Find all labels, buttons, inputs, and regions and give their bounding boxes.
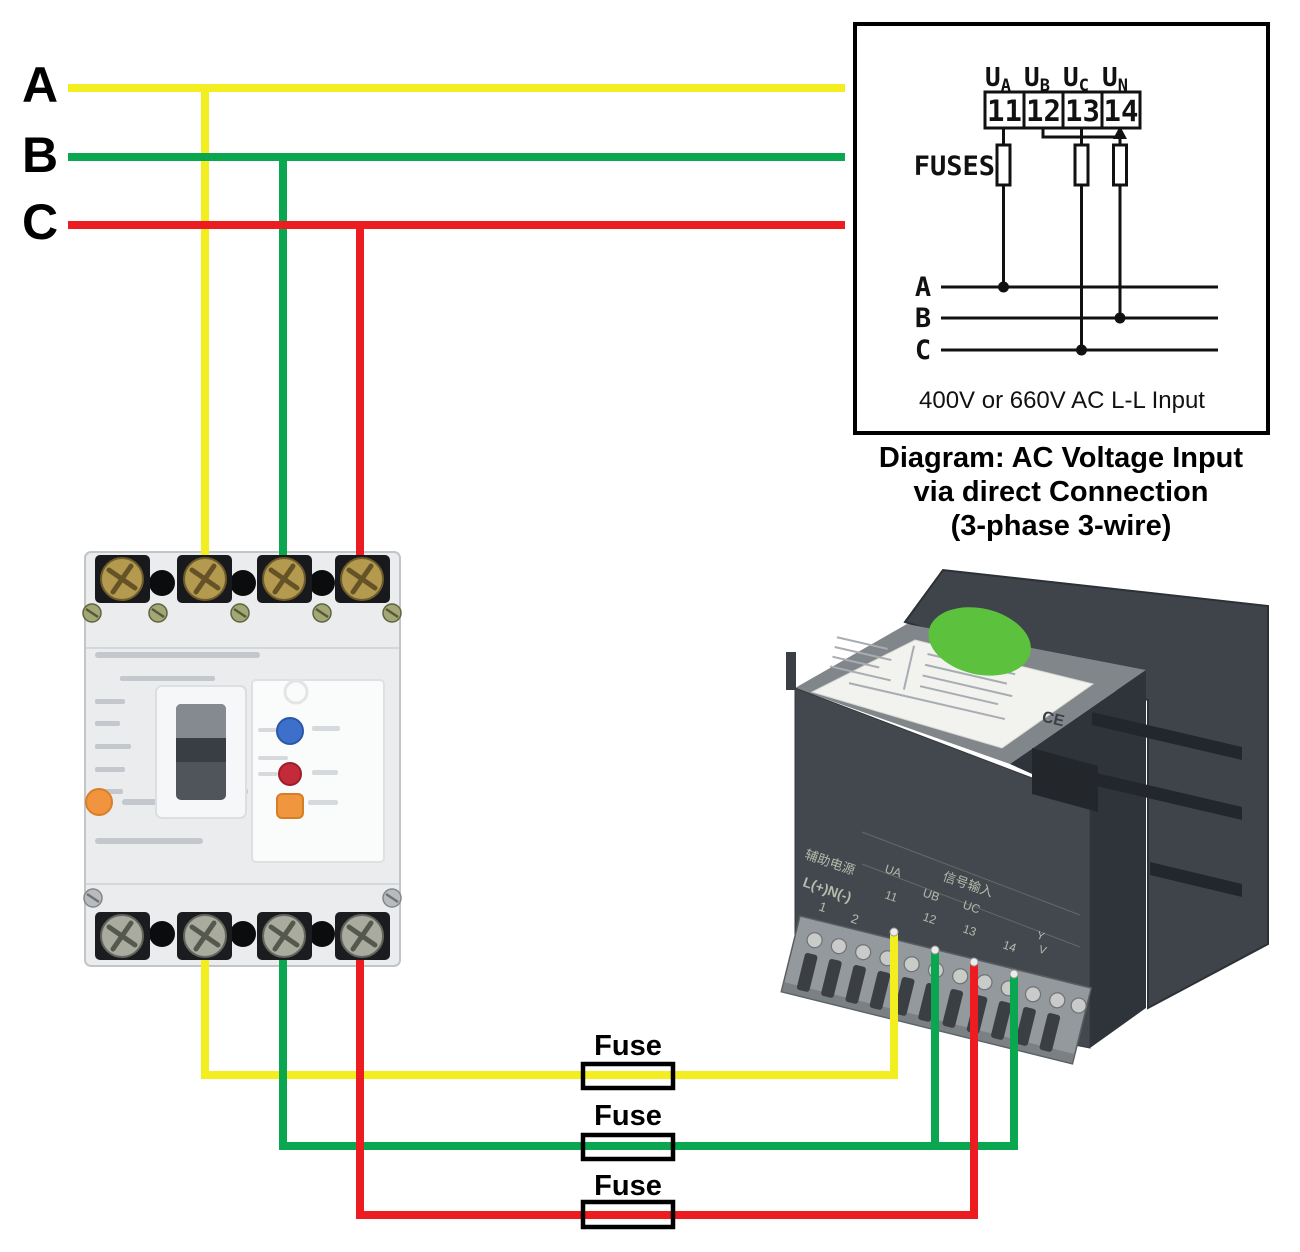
inset-terminal-boxes <box>983 90 1142 130</box>
breaker-red-button <box>278 762 302 786</box>
meter-clip <box>786 652 796 690</box>
meter-ce-mark: CE <box>1040 709 1066 731</box>
breaker-toggle <box>155 685 247 819</box>
meter-term-12: 12 <box>921 910 938 928</box>
wire-phase-c-to-meter <box>356 936 978 1219</box>
inset-bus-a: A <box>915 272 931 303</box>
fuse-label-b: Fuse <box>594 1100 662 1132</box>
breaker-top-screws <box>100 557 384 601</box>
inset-bus-b: B <box>915 303 931 334</box>
meter-wire-tips <box>889 927 1019 979</box>
inset-bus-labels: A B C <box>915 272 931 366</box>
meter-grooves <box>1032 712 1242 897</box>
phase-label-b: B <box>22 127 59 183</box>
svg-text:UC: UC <box>1063 63 1089 96</box>
inset-num-13: 13 <box>1065 94 1100 128</box>
inset-num-11: 11 <box>987 94 1022 128</box>
diagram-title: Diagram: AC Voltage Input via direct Con… <box>831 441 1291 543</box>
fuse-symbols <box>580 1061 676 1230</box>
inset-u-c-sub: C <box>1079 76 1089 96</box>
svg-text:UN: UN <box>1102 63 1128 96</box>
wire-phase-b-to-meter <box>279 936 1018 1150</box>
breaker-bottom-screws <box>100 914 384 958</box>
wires <box>68 84 1018 1219</box>
fuse-symbol-a <box>580 1061 676 1091</box>
inset-jumper-arrow <box>1113 126 1127 139</box>
phase-label-c: C <box>22 194 59 250</box>
phase-label-a: A <box>22 57 59 113</box>
meter-label-print: CE <box>830 607 1066 731</box>
breaker-small-screws-top <box>82 603 402 623</box>
meter-green-sticker <box>928 607 1031 676</box>
breaker-terminals <box>95 555 390 960</box>
fuse-label-c: Fuse <box>594 1170 662 1202</box>
inset-u-a-sub: A <box>1001 76 1011 96</box>
diagram-title-line2: via direct Connection <box>913 476 1209 508</box>
meter-y-label: Y <box>1035 929 1046 943</box>
meter-v-label: V <box>1037 943 1048 957</box>
meter-aux-n2: 2 <box>849 911 861 928</box>
fuse-symbol-b <box>580 1132 676 1162</box>
inset-bus-lines <box>941 285 1218 352</box>
svg-text:UB: UB <box>1024 63 1050 96</box>
inset-num-14: 14 <box>1104 94 1139 128</box>
inset-u-n-sub: N <box>1118 76 1128 96</box>
meter-flange <box>903 568 1269 1010</box>
inset-u-b: U <box>1024 63 1040 93</box>
inset-num-12: 12 <box>1026 94 1061 128</box>
inset-u-n: U <box>1102 63 1118 93</box>
breaker-bottom-holes <box>149 921 335 947</box>
inset-bus-c: C <box>915 335 931 366</box>
breaker-trip-panel <box>251 679 385 863</box>
inset-u-a: U <box>985 63 1001 93</box>
breaker-blue-button <box>276 717 304 745</box>
fuse-label-a: Fuse <box>594 1030 662 1062</box>
inset-schematic: UA UB UC UN 11 12 13 14 <box>853 22 1270 435</box>
diagram-title-line3: (3-phase 3-wire) <box>950 510 1172 542</box>
panel-meter: CE 辅助电源 L(+)N(-) 1 2 信号输入 UA UB <box>780 568 1269 1065</box>
inset-caption: 400V or 660V AC L-L Input <box>919 387 1205 414</box>
meter-aux-n1: 1 <box>817 899 829 916</box>
inset-junction-dots <box>998 281 1126 356</box>
meter-col-ub: UB <box>921 886 941 905</box>
inset-fuse-symbols <box>995 143 1128 187</box>
meter-col-ua: UA <box>883 862 903 881</box>
breaker-orange-button <box>276 793 304 819</box>
circuit-breaker <box>82 551 402 967</box>
inset-u-b-sub: B <box>1040 76 1050 96</box>
breaker-small-screws-bottom <box>83 888 402 908</box>
svg-text:UA: UA <box>985 63 1011 96</box>
inset-terminal-numbers: 11 12 13 14 <box>987 94 1138 128</box>
inset-u-c: U <box>1063 63 1079 93</box>
inset-terminal-names: UA UB UC UN <box>985 63 1128 96</box>
breaker-top-holes <box>149 570 335 596</box>
diagram-title-line1: Diagram: AC Voltage Input <box>878 442 1244 474</box>
meter-term-14: 14 <box>1001 938 1018 956</box>
breaker-reset-button-left <box>85 788 113 816</box>
wire-phase-a-to-meter <box>201 930 898 1079</box>
meter-term-11: 11 <box>883 888 900 905</box>
fuse-symbol-c <box>580 1199 676 1230</box>
inset-fuses-label: FUSES <box>914 151 995 182</box>
inset-schematic-svg: UA UB UC UN 11 12 13 14 <box>914 63 1218 414</box>
meter-term-13: 13 <box>961 922 978 940</box>
meter-col-uc: UC <box>961 898 982 917</box>
